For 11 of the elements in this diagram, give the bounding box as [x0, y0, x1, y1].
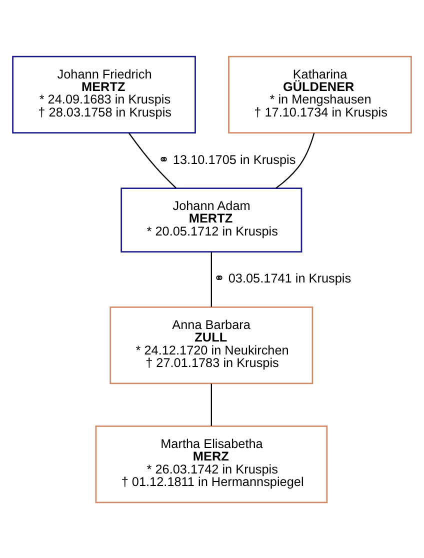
- node-box: Anna Barbara ZULL * 24.12.1720 in Neukirchen † 27.01.1783 in Kruspis: [110, 306, 314, 384]
- connector: [210, 251, 212, 306]
- node-box: Martha Elisabetha MERZ * 26.03.1742 in Kruspis † 01.12.1811 in Hermannspiegel: [95, 424, 328, 503]
- edge-label: ⚭ 03.05.1741 in Kruspis: [214, 271, 352, 286]
- edge-label: ⚭ 13.10.1705 in Kruspis: [158, 152, 296, 166]
- node-box: Johann Friedrich MERTZ * 24.09.1683 in Kruspis † 28.03.1758 in Kruspis: [12, 55, 196, 134]
- node-box: Johann Adam MERTZ * 20.05.1712 in Kruspis: [120, 187, 302, 252]
- node-box: Katharina GÜLDENER * in Mengshausen † 17.10.1734 in Kruspis: [228, 55, 412, 134]
- connector: [276, 132, 315, 188]
- connector: [128, 132, 176, 188]
- connector: [210, 383, 212, 426]
